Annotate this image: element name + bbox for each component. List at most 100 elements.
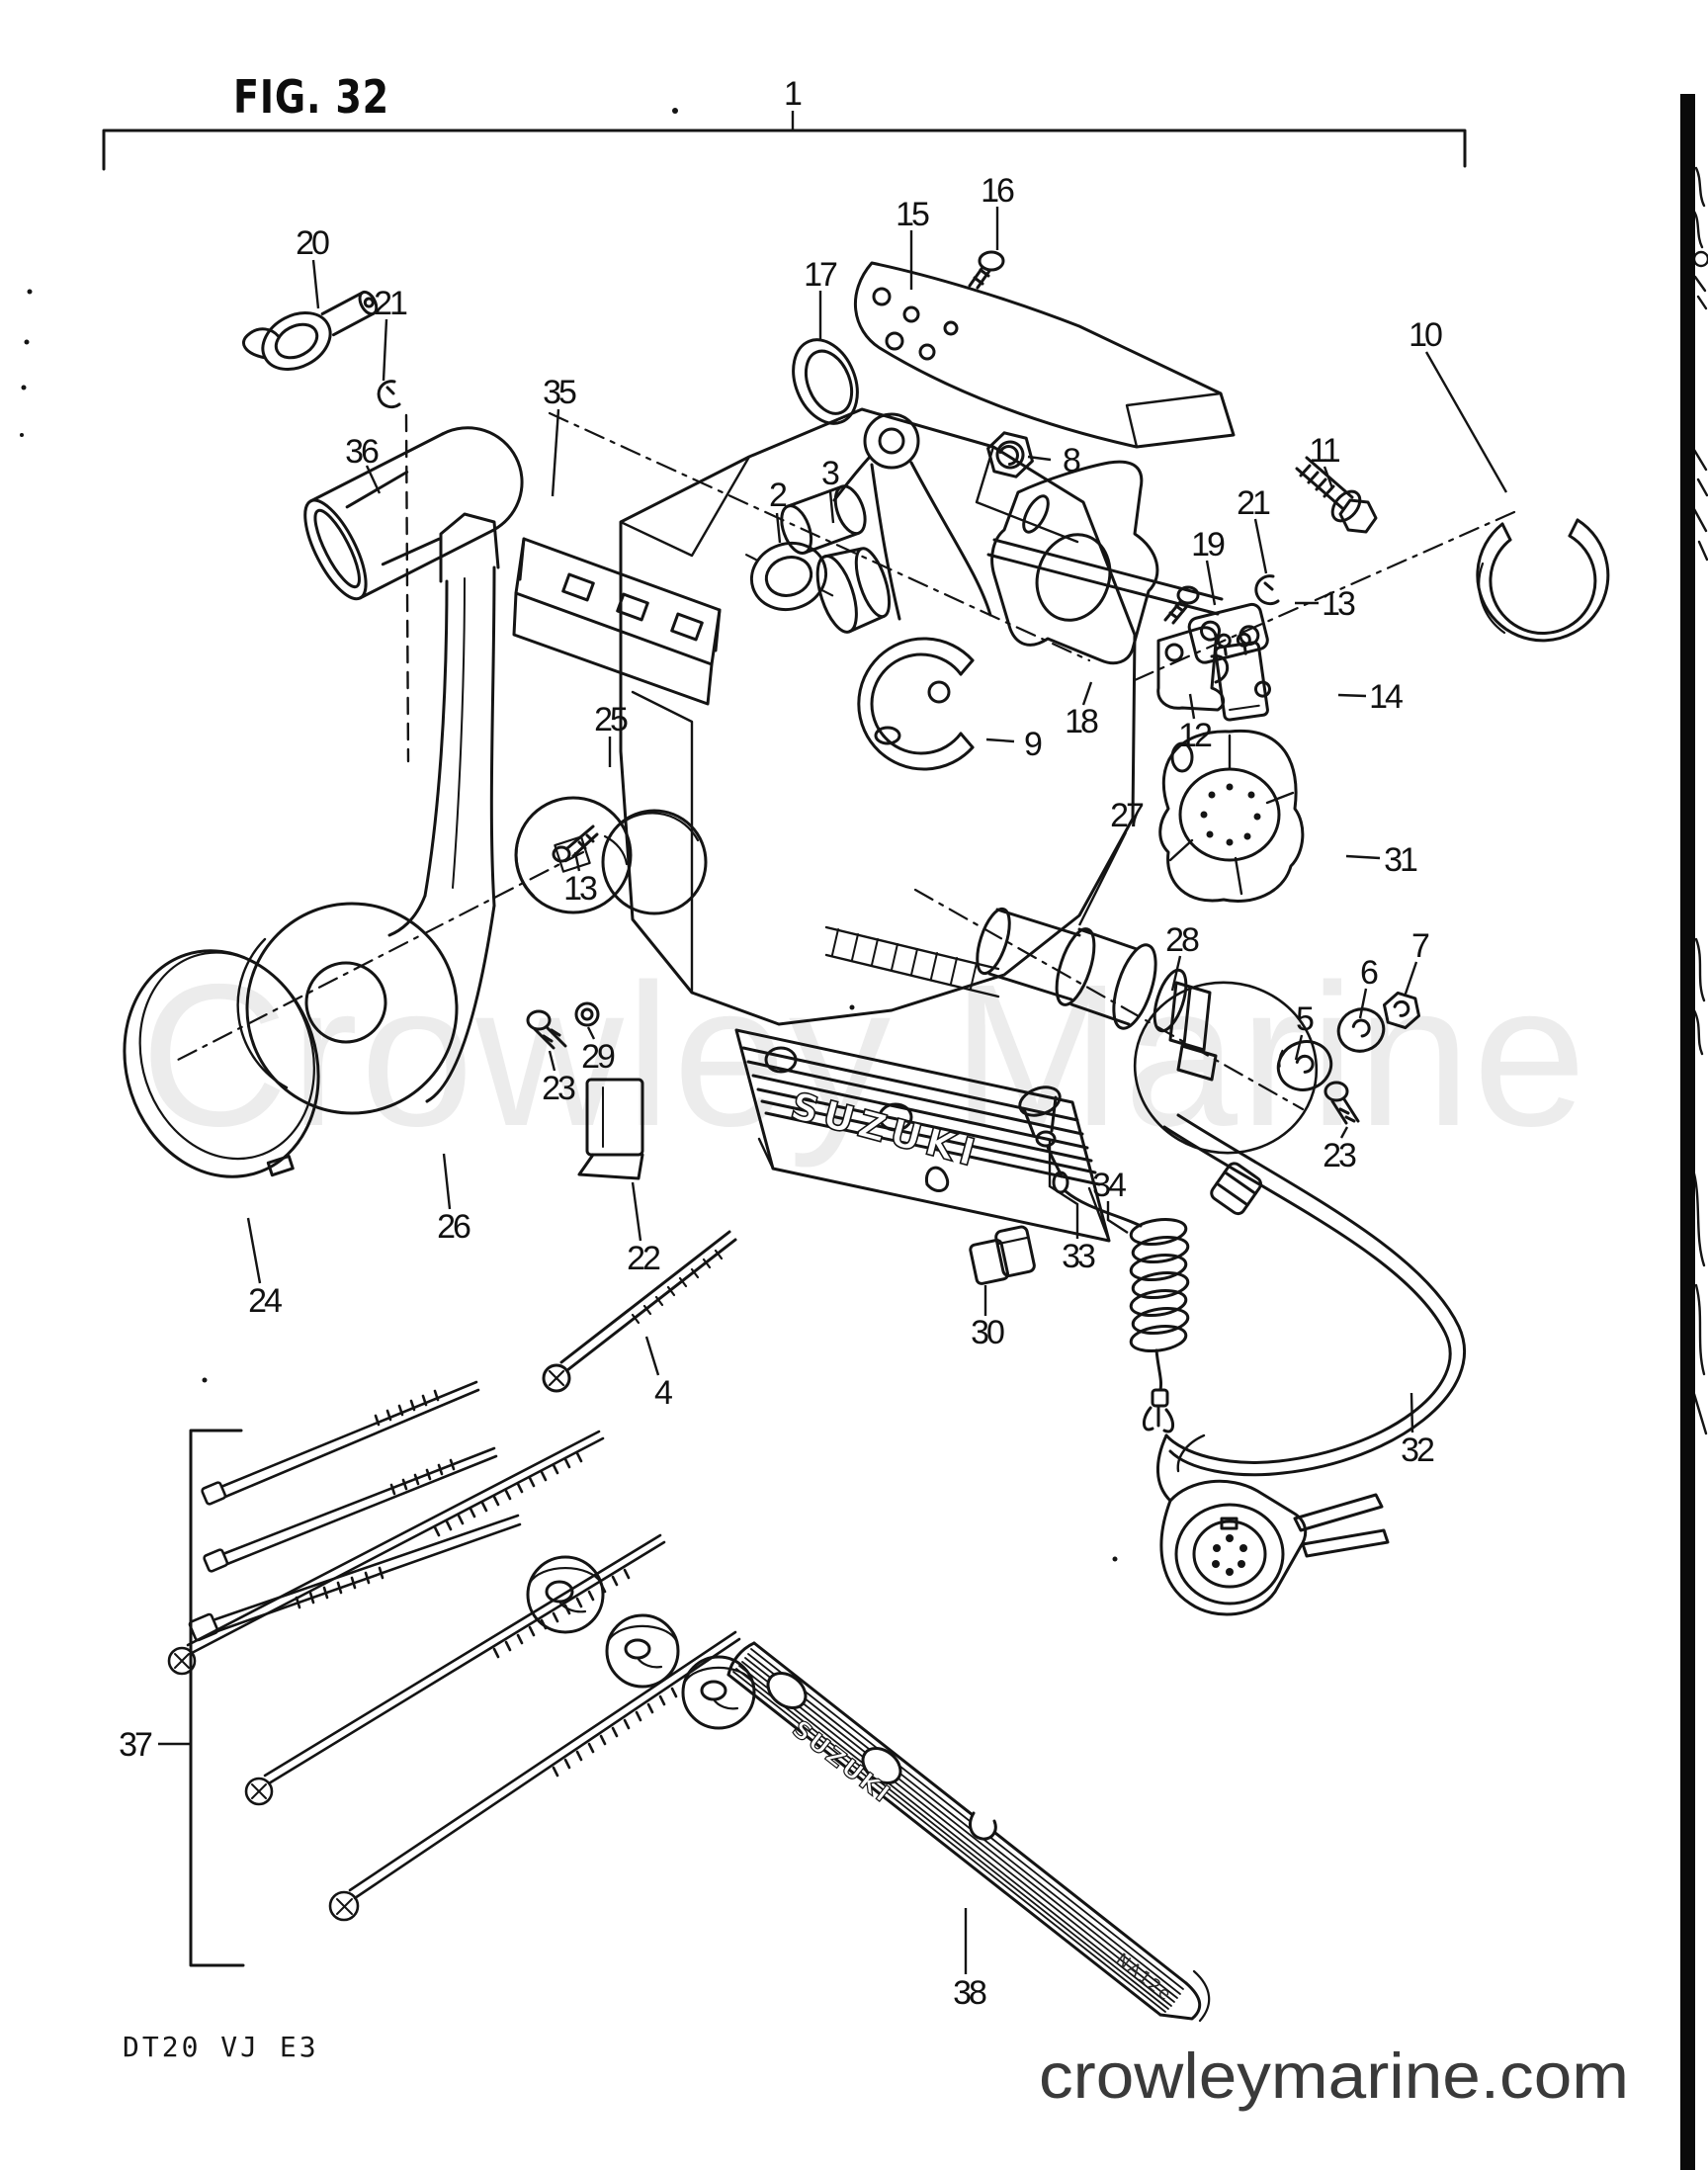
leader-line-29 [586,1026,596,1040]
part-label-29: 29 [581,1038,615,1076]
leader-line-19 [1205,560,1217,606]
leader-line-20 [311,259,320,309]
part-23-screw-left [526,1009,567,1050]
part-label-30: 30 [971,1314,1004,1351]
part-label-11: 11 [1309,432,1339,470]
part-32-harness [1155,1113,1466,1616]
part-label-2: 2 [769,477,787,514]
part-27-28-ignition-switch [976,907,1218,1082]
leader-line-11 [1323,466,1334,489]
leader-line-26 [442,1153,452,1210]
leader-line-27 [1077,831,1128,926]
part-label-9: 9 [1024,726,1042,763]
leader-line-34 [1106,1201,1129,1235]
part-label-12: 12 [1178,717,1212,754]
part-label-34: 34 [1092,1167,1126,1204]
leader-line-22 [631,1181,642,1242]
part-3-bushing [815,547,892,634]
figure-title: FIG. 32 [233,70,389,124]
leader-line-3 [828,490,835,524]
assembly-bracket-line [102,129,1467,171]
part-7-nut [1382,991,1421,1030]
part-19-block [1187,602,1269,664]
leader-line-13 [573,851,581,872]
leader-line-2 [775,512,782,544]
part-9-ring [857,637,975,771]
leader-line-32 [1409,1392,1414,1433]
part-16-screw [968,250,1005,290]
leader-line-21 [1253,518,1268,574]
part-13-screw-right [1163,585,1200,625]
part-29-washer [574,1001,600,1027]
part-label-13: 13 [563,870,597,908]
hidden-edge-dashed-line [404,413,410,763]
part-label-36: 36 [345,433,379,471]
leader-line-21 [382,318,388,382]
leader-line-31 [1345,854,1381,860]
kit-37-cable-ties [188,1380,522,1642]
part-35-rail-bracket [512,537,722,706]
leader-line-23 [548,1050,556,1072]
part-label-18: 18 [1065,703,1098,740]
lanyard-ring [1133,981,1319,1155]
leader-line-33 [1048,1140,1079,1239]
part-label-1: 1 [784,75,802,113]
part-label-32: 32 [1401,1432,1434,1469]
part-label-19: 19 [1191,526,1225,564]
leader-line-8 [1027,455,1052,462]
part-38-strip [726,1641,1211,2023]
part-label-23: 23 [542,1070,575,1107]
model-code-text: DT20 VJ E3 [123,2031,319,2063]
part-21-eclip-left [377,380,401,409]
part-label-33: 33 [1062,1238,1095,1275]
scan-speckles [20,108,1118,1562]
scan-edge-bar [1680,94,1695,2170]
part-label-20: 20 [296,224,329,262]
part-label-22: 22 [627,1240,660,1277]
part-label-10: 10 [1409,316,1442,354]
part-label-16: 16 [981,172,1014,210]
leader-line-28 [1170,955,1182,992]
part-label-31: 31 [1384,841,1417,879]
part-18-plate [990,460,1159,665]
part-24-cap [123,949,320,1178]
part-label-15: 15 [896,196,929,233]
leader-line-10 [1424,351,1508,493]
part-label-26: 26 [437,1208,470,1246]
leader-line-4 [644,1336,660,1376]
part-8-nut [986,431,1034,478]
part-26-control-lever [236,512,500,1115]
part-label-8: 8 [1063,442,1080,479]
leader-line-23 [1339,1126,1349,1139]
part-6-washer [1336,1007,1386,1053]
kit-37-screws [167,1430,741,1922]
site-url-text: crowleymarine.com [1039,2040,1629,2112]
part-label-21: 21 [374,285,407,322]
part-label-37: 37 [119,1726,152,1764]
part-4-screw [542,1230,737,1393]
part-23-screw-right [1324,1081,1360,1125]
kit-37-bracket-line [189,1429,245,1967]
part-label-5: 5 [1296,1000,1314,1038]
lanyard-coil [1018,1085,1190,1433]
part-label-4: 4 [654,1374,672,1412]
part-31-cover [1158,729,1305,903]
part-label-35: 35 [543,374,576,411]
leader-line-6 [1358,988,1368,1019]
leader-line-7 [1403,961,1418,998]
part-label-25: 25 [594,701,628,738]
part-36-grip [303,426,524,601]
leader-line-9 [985,738,1015,743]
part-label-24: 24 [248,1282,282,1320]
part-label-3: 3 [821,455,839,492]
part-label-17: 17 [804,256,837,294]
part-label-6: 6 [1360,954,1378,992]
leader-line-12 [1188,693,1196,720]
leader-line-35 [551,408,560,497]
part-25-drum [514,796,708,915]
center-axis-lines [176,411,1516,1111]
part-label-27: 27 [1110,797,1144,834]
part-label-28: 28 [1165,921,1199,959]
part-callouts: 1234567891011121313141516171819202121222… [119,75,1508,2012]
